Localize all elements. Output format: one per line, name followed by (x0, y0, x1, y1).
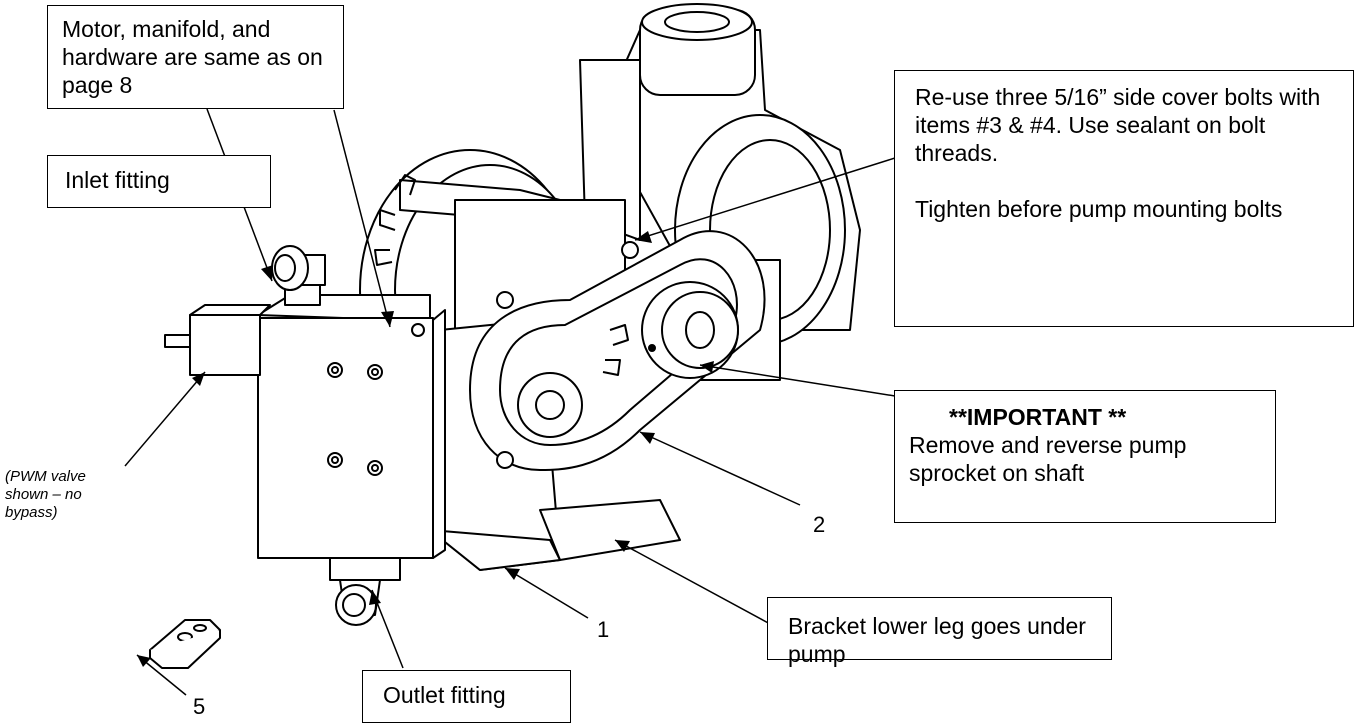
item-number-1: 1 (597, 617, 610, 642)
bracket-callout: Bracket lower leg goes under pump (767, 597, 1112, 667)
reuse-bolts-callout: Re-use three 5/16” side cover bolts with… (894, 70, 1354, 327)
arrow-heads (137, 231, 714, 667)
outlet-fitting-callout: Outlet fitting (362, 670, 571, 723)
outlet-fitting-label: Outlet fitting (383, 682, 506, 708)
reuse-bolts-text: Re-use three 5/16” side cover bolts with… (915, 84, 1321, 166)
inlet-fitting-part (271, 245, 326, 306)
motor-manifold-text: Motor, manifold, and hardware are same a… (62, 16, 323, 98)
important-body: Remove and reverse pump sprocket on shaf… (909, 432, 1187, 486)
sprocket (374, 174, 629, 376)
motor-manifold-callout: Motor, manifold, and hardware are same a… (47, 5, 344, 109)
chain-guard (469, 230, 766, 471)
inlet-fitting-label: Inlet fitting (65, 167, 170, 193)
tighten-text: Tighten before pump mounting bolts (915, 196, 1283, 222)
important-heading: **IMPORTANT ** (949, 404, 1127, 430)
outlet-fitting-part (329, 557, 401, 626)
inlet-fitting-callout: Inlet fitting (47, 155, 271, 208)
pwm-valve-note: (PWM valve shown – no bypass) (5, 468, 86, 521)
item-number-5: 5 (193, 694, 206, 719)
spacer-plate (149, 619, 221, 669)
important-callout: **IMPORTANT ** Remove and reverse pump s… (894, 390, 1276, 523)
manifold-block (257, 294, 446, 559)
pwm-valve (164, 304, 271, 376)
item-number-2: 2 (813, 512, 826, 537)
bracket-text: Bracket lower leg goes under pump (788, 613, 1086, 667)
